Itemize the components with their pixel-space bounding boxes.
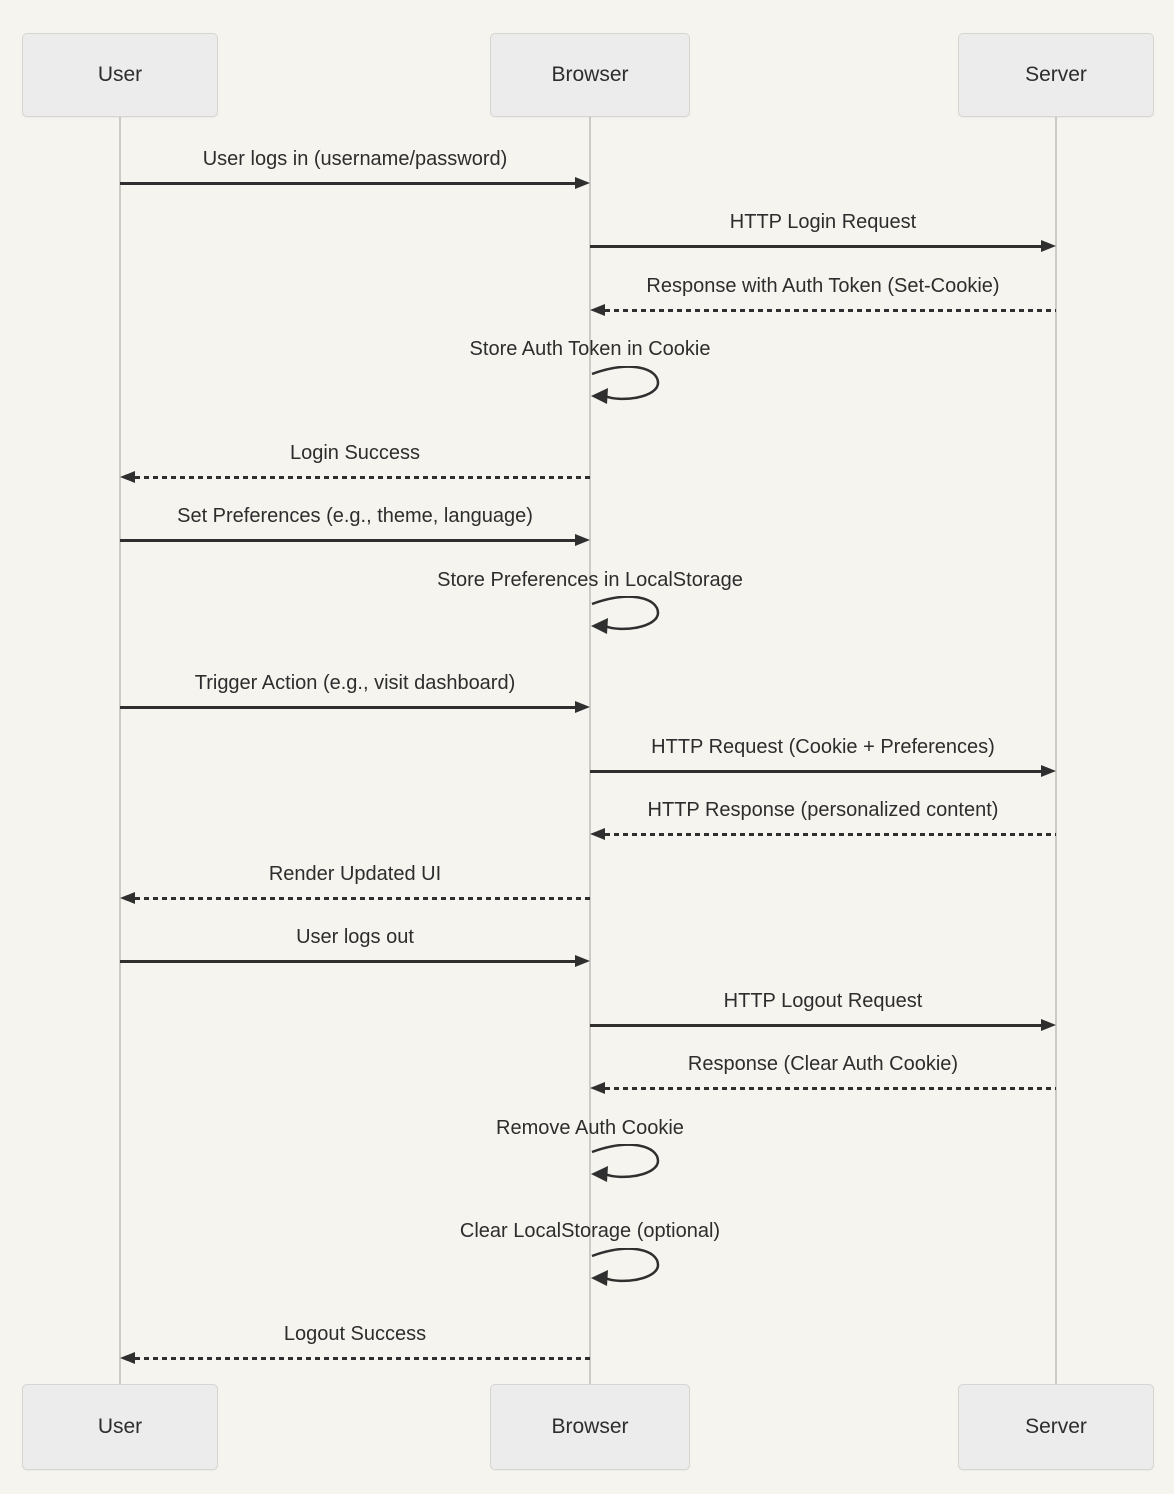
self-loop-arrow	[591, 1248, 660, 1286]
message-label: Remove Auth Cookie	[496, 1117, 684, 1139]
message-arrow	[590, 1024, 1042, 1027]
arrowhead-icon	[1041, 1019, 1056, 1031]
message-label: Login Success	[289, 442, 421, 464]
actor-server-top: Server	[958, 33, 1154, 117]
actor-server-bottom: Server	[958, 1384, 1154, 1470]
lifeline-server	[1055, 117, 1057, 1384]
message-label: Clear LocalStorage (optional)	[459, 1220, 721, 1242]
message-arrow	[605, 309, 1056, 312]
message-label: Logout Success	[283, 1323, 427, 1345]
message-arrow	[120, 960, 576, 963]
actor-user-bottom: User	[22, 1384, 218, 1470]
message-label: HTTP Logout Request	[723, 990, 923, 1012]
message-arrow	[135, 476, 590, 479]
message-label: Response (Clear Auth Cookie)	[687, 1053, 959, 1075]
arrowhead-icon	[575, 177, 590, 189]
lifeline-user	[119, 117, 121, 1384]
self-loop-arrow	[591, 366, 660, 404]
arrowhead-icon	[590, 304, 605, 316]
message-arrow	[605, 1087, 1056, 1090]
actor-label: Browser	[551, 63, 629, 86]
self-loop-arrow	[591, 596, 660, 634]
arrowhead-icon	[120, 471, 135, 483]
message-label: Set Preferences (e.g., theme, language)	[177, 505, 533, 527]
actor-browser-bottom: Browser	[490, 1384, 690, 1470]
actor-label: Server	[1025, 1415, 1087, 1438]
arrowhead-icon	[590, 1082, 605, 1094]
actor-label: Browser	[551, 1415, 629, 1438]
actor-label: User	[97, 63, 143, 86]
arrowhead-icon	[1041, 240, 1056, 252]
message-label: HTTP Request (Cookie + Preferences)	[651, 736, 995, 758]
arrowhead-icon	[590, 828, 605, 840]
message-arrow	[590, 245, 1042, 248]
message-label: HTTP Login Request	[729, 211, 917, 233]
message-arrow	[120, 539, 576, 542]
actor-label: Server	[1025, 63, 1087, 86]
message-label: Store Auth Token in Cookie	[469, 338, 711, 360]
message-label: User logs out	[296, 926, 414, 948]
arrowhead-icon	[575, 534, 590, 546]
message-arrow	[120, 182, 576, 185]
arrowhead-icon	[120, 892, 135, 904]
message-label: Response with Auth Token (Set-Cookie)	[646, 275, 1000, 297]
arrowhead-icon	[120, 1352, 135, 1364]
message-label: Store Preferences in LocalStorage	[437, 569, 743, 591]
self-loop-arrow	[591, 1144, 660, 1182]
message-arrow	[605, 833, 1056, 836]
lifeline-browser	[589, 117, 591, 1384]
arrowhead-icon	[575, 955, 590, 967]
message-arrow	[135, 897, 590, 900]
message-label: Trigger Action (e.g., visit dashboard)	[194, 672, 516, 694]
message-label: HTTP Response (personalized content)	[647, 799, 999, 821]
arrowhead-icon	[575, 701, 590, 713]
message-arrow	[590, 770, 1042, 773]
message-arrow	[135, 1357, 590, 1360]
actor-user-top: User	[22, 33, 218, 117]
message-label: User logs in (username/password)	[202, 148, 508, 170]
arrowhead-icon	[1041, 765, 1056, 777]
message-arrow	[120, 706, 576, 709]
actor-label: User	[97, 1415, 143, 1438]
actor-browser-top: Browser	[490, 33, 690, 117]
message-label: Render Updated UI	[268, 863, 442, 885]
